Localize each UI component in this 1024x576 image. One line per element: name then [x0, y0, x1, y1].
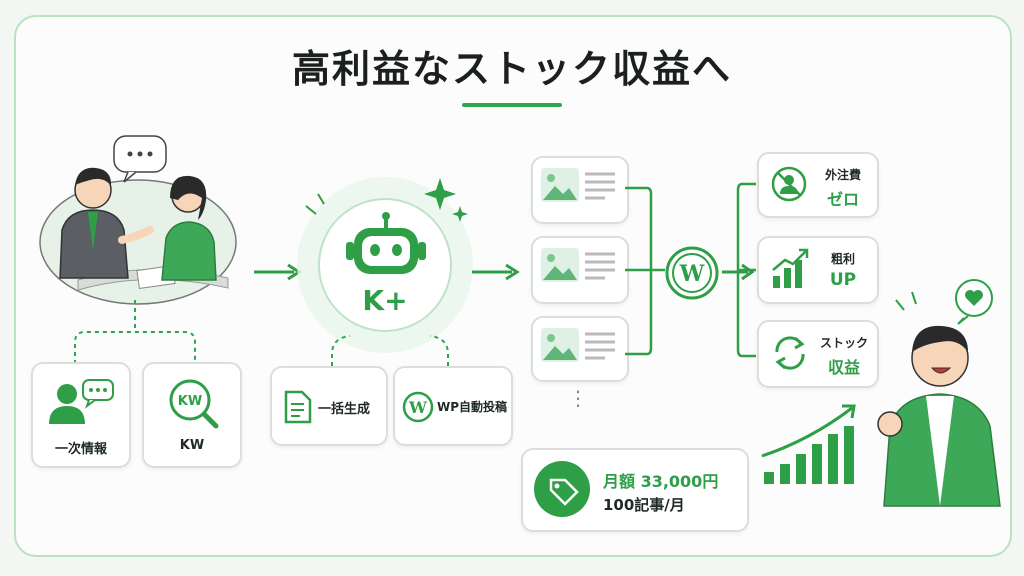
article-thumbnail-icon — [541, 248, 615, 282]
meeting-connectors — [74, 300, 196, 364]
arrow-right-icon — [722, 263, 755, 281]
articles-to-wp-connector — [625, 186, 665, 356]
input-card-primary-info: 一次情報 — [31, 362, 131, 468]
engine-connectors — [331, 335, 449, 366]
benefit-label-line2: 収益 — [827, 358, 860, 377]
heart-bubble-icon — [955, 279, 993, 325]
benefit-card-gross-profit-up: 粗利 UP — [757, 236, 879, 304]
article-thumbnail-icon — [541, 168, 615, 202]
wordpress-icon: W — [402, 391, 434, 423]
input-label-keyword: KW — [179, 438, 205, 453]
engine-badge: K+ — [362, 284, 408, 317]
benefit-label-line1: 外注費 — [824, 168, 861, 182]
feature-label-wp-autopost: WP自動投稿 — [437, 400, 508, 414]
growth-bars-illustration — [761, 404, 856, 484]
wordpress-hub-icon: W — [665, 246, 719, 300]
benefit-label-line1: 粗利 — [830, 252, 855, 266]
input-label-primary-info: 一次情報 — [54, 442, 107, 457]
robot-icon — [346, 212, 426, 274]
title-underline — [462, 103, 562, 107]
feature-card-wp-autopost: W WP自動投稿 — [393, 366, 513, 446]
arrow-right-icon — [472, 263, 520, 281]
benefits-connector — [736, 182, 756, 358]
article-thumbnail-icon — [541, 328, 615, 362]
svg-text:KW: KW — [178, 394, 202, 409]
article-card — [531, 316, 629, 382]
happy-man-illustration — [877, 279, 1001, 507]
cycle-arrows-icon — [775, 336, 805, 370]
document-icon — [284, 390, 312, 424]
article-card — [531, 156, 629, 224]
price-card: 月額 33,000円 100記事/月 — [521, 448, 749, 532]
price-articles-per-month: 100記事/月 — [603, 496, 685, 514]
meeting-illustration — [39, 135, 237, 305]
price-tag-icon — [534, 461, 590, 517]
benefit-label-line2: UP — [829, 270, 857, 290]
keyword-search-icon: KW — [169, 379, 219, 429]
benefit-label-line2: ゼロ — [826, 190, 859, 209]
input-card-keyword: KW KW — [142, 362, 242, 468]
no-outsourcing-icon — [771, 166, 807, 202]
article-card — [531, 236, 629, 304]
benefit-label-line1: ストック — [819, 336, 868, 350]
growth-chart-icon — [772, 248, 809, 288]
more-articles-ellipsis: ⋮ — [568, 386, 588, 410]
page-title: 高利益なストック収益へ — [291, 47, 732, 91]
benefit-card-outsourcing-zero: 外注費 ゼロ — [757, 152, 879, 218]
feature-label-bulk-generate: 一括生成 — [318, 402, 371, 417]
benefit-card-stock-revenue: ストック 収益 — [757, 320, 879, 388]
price-monthly: 月額 33,000円 — [603, 472, 719, 491]
svg-text:W: W — [408, 398, 428, 417]
feature-card-bulk-generate: 一括生成 — [270, 366, 388, 446]
svg-text:W: W — [679, 261, 705, 287]
speech-bubble-icon — [113, 135, 167, 183]
person-chat-icon — [49, 379, 114, 424]
